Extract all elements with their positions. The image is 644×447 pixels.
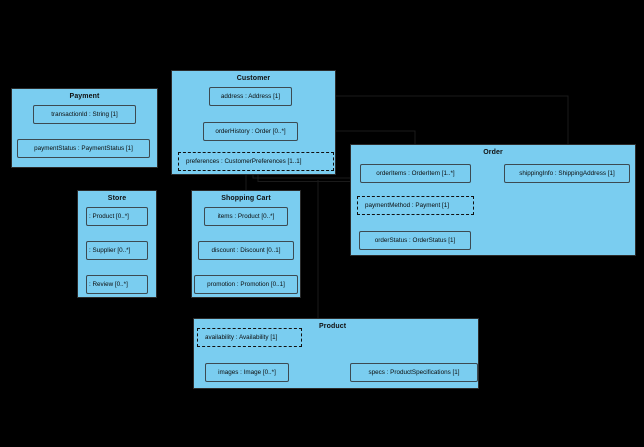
attribute-customer-address[interactable]: address : Address [1]	[209, 87, 292, 106]
attribute-customer-orderhistory[interactable]: orderHistory : Order [0..*]	[203, 122, 298, 141]
attribute-cart-discount[interactable]: discount : Discount [0..1]	[198, 241, 294, 260]
attribute-cart-items[interactable]: items : Product [0..*]	[204, 207, 288, 226]
attribute-store-product[interactable]: : Product [0..*]	[86, 207, 148, 226]
attribute-order-orderstatus[interactable]: orderStatus : OrderStatus [1]	[359, 231, 471, 250]
attribute-cart-promotion[interactable]: promotion : Promotion [0..1]	[194, 275, 298, 294]
attribute-payment-transactionid[interactable]: transactionId : String [1]	[33, 105, 136, 124]
edge-customer-to-orderitems-a	[252, 174, 360, 179]
attribute-order-orderitems[interactable]: orderItems : OrderItem [1..*]	[360, 164, 471, 183]
edge-address-to-shippinginfo	[292, 95, 569, 164]
edge-customer-to-orderitems-b	[257, 174, 360, 183]
attribute-store-supplier[interactable]: : Supplier [0..*]	[86, 241, 148, 260]
class-title-customer: Customer	[236, 75, 271, 82]
attribute-product-specs[interactable]: specs : ProductSpecifications [1]	[350, 363, 478, 382]
class-title-order: Order	[483, 149, 503, 156]
attribute-product-images[interactable]: images : Image [0..*]	[205, 363, 289, 382]
class-title-shopping-cart: Shopping Cart	[221, 195, 271, 202]
edge-orderitems-to-availability	[302, 180, 319, 339]
attribute-product-availability[interactable]: availability : Availability [1]	[197, 328, 302, 347]
class-title-product: Product	[319, 323, 347, 330]
attribute-store-review[interactable]: : Review [0..*]	[86, 275, 148, 294]
attribute-order-paymentmethod[interactable]: paymentMethod : Payment [1]	[357, 196, 474, 215]
attribute-payment-paymentstatus[interactable]: paymentStatus : PaymentStatus [1]	[17, 139, 150, 158]
class-title-payment: Payment	[69, 93, 100, 100]
attribute-customer-preferences[interactable]: preferences : CustomerPreferences [1..1]	[178, 152, 334, 171]
class-title-store: Store	[107, 195, 127, 202]
attribute-order-shippinginfo[interactable]: shippingInfo : ShippingAddress [1]	[504, 164, 630, 183]
